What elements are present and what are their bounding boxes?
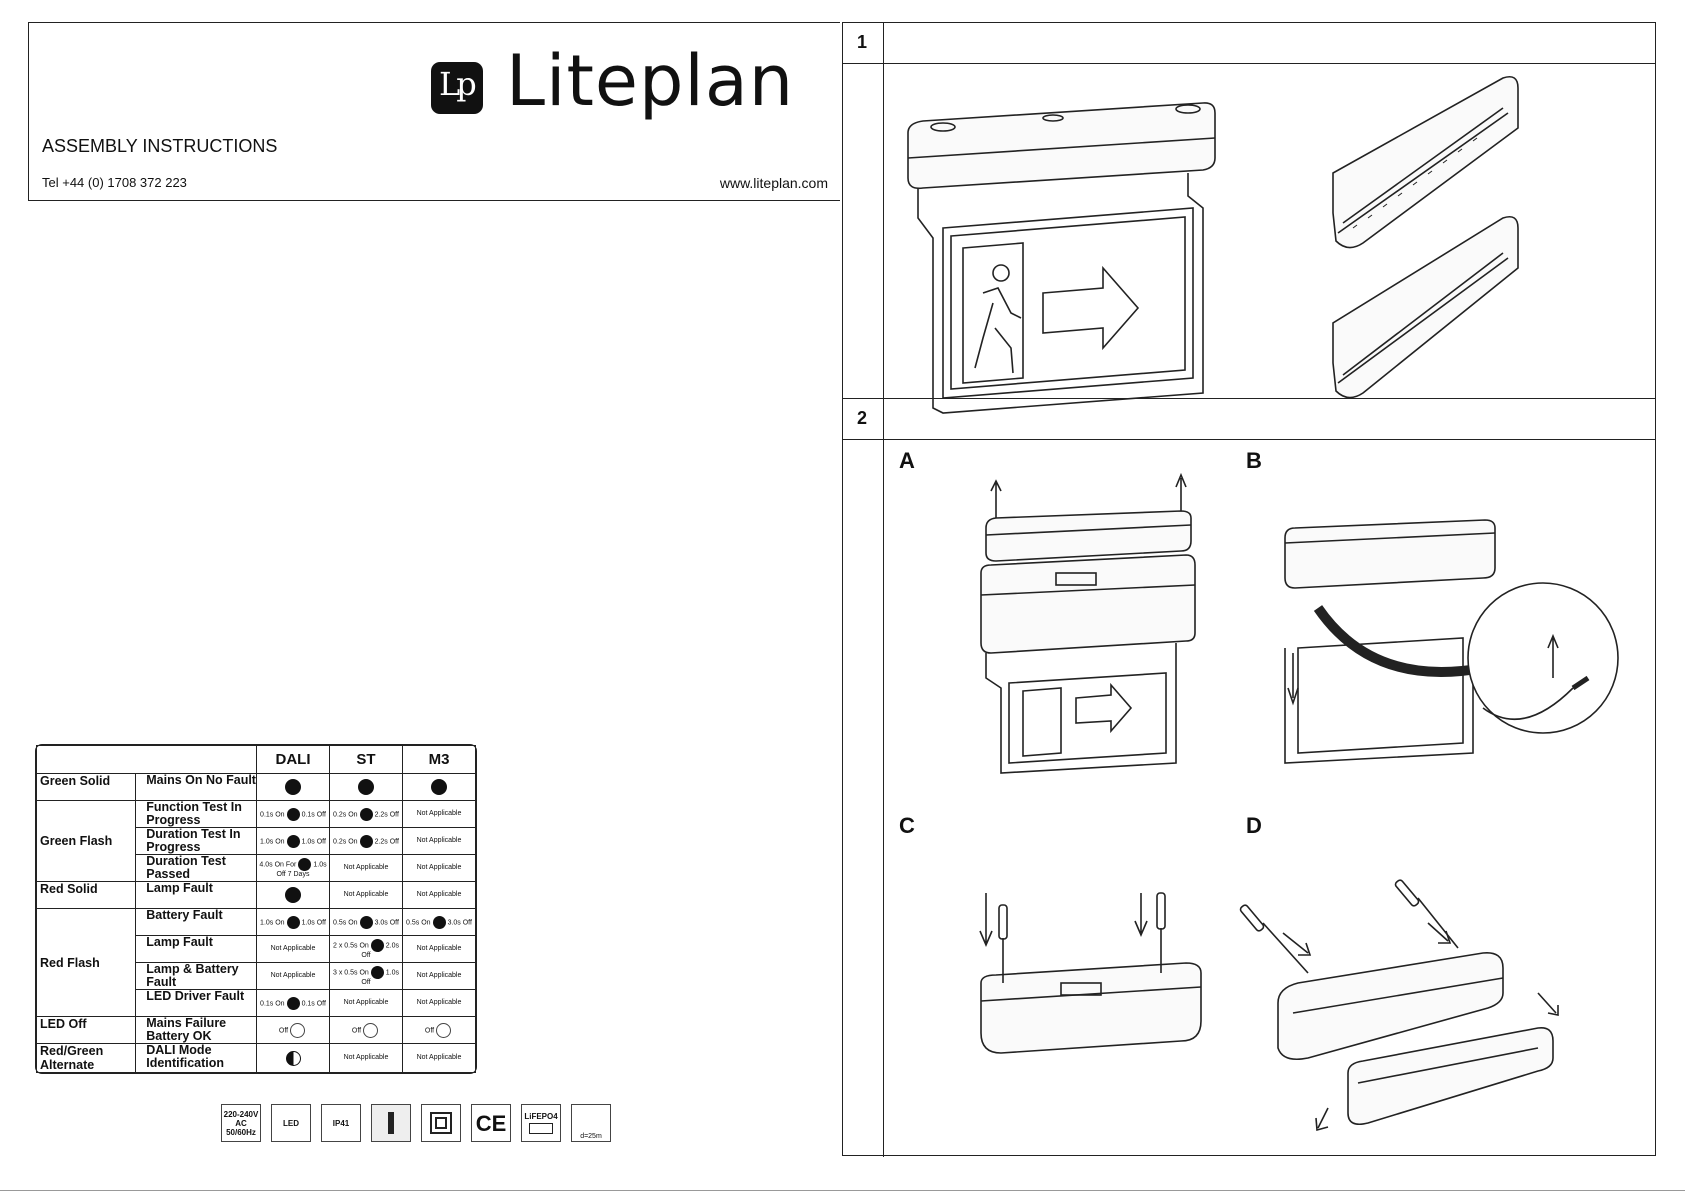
substep-a-label: A — [899, 448, 915, 473]
table-row: LED Off Mains Failure Battery OK Off Off… — [35, 1016, 476, 1044]
flash-indicator-icon — [370, 965, 384, 979]
liteplan-logo-mark: Lp — [431, 62, 483, 114]
substep-c-label: C — [899, 813, 915, 838]
solid-indicator-icon — [285, 779, 301, 795]
class-ii-icon — [421, 1104, 461, 1142]
header-dali: DALI — [256, 745, 330, 774]
ce-mark-icon: CE — [471, 1104, 511, 1142]
header-st: ST — [329, 745, 403, 774]
exit-sign-illustration — [907, 102, 1216, 414]
substep-d-label: D — [1246, 813, 1262, 838]
substep-b-label: B — [1246, 448, 1262, 473]
led-icon: LED — [271, 1104, 311, 1142]
table-corner — [36, 745, 257, 774]
battery-icon: LiFEPO4 — [521, 1104, 561, 1142]
wall-mount-icon — [371, 1104, 411, 1142]
solid-indicator-icon — [358, 779, 374, 795]
distance-icon: d=25m — [571, 1104, 611, 1142]
table-row: Green Solid Mains On No Fault — [35, 773, 476, 801]
flash-indicator-icon — [432, 915, 446, 929]
flash-indicator-icon — [370, 938, 384, 952]
off-indicator-icon — [436, 1022, 452, 1038]
step-d-illustration — [1239, 879, 1559, 1132]
solid-indicator-icon — [285, 887, 301, 903]
step-a-illustration — [980, 472, 1196, 774]
flash-indicator-icon — [359, 807, 373, 821]
step-c-illustration — [979, 892, 1202, 1054]
flash-indicator-icon — [286, 996, 300, 1010]
flash-indicator-icon — [359, 915, 373, 929]
step-2-label: 2 — [857, 408, 868, 428]
page-bottom-rule — [0, 1190, 1685, 1191]
table-row: Red/Green Alternate DALI Mode Identifica… — [35, 1043, 476, 1073]
brand-name: Liteplan — [506, 40, 795, 122]
ip-rating-icon: IP41 — [321, 1104, 361, 1142]
header-box — [28, 22, 840, 201]
spec-icon-row: 220-240V AC 50/60Hz LED IP41 CE LiFEPO4 … — [221, 1104, 611, 1144]
header-m3: M3 — [402, 745, 476, 774]
alternate-indicator-icon — [285, 1050, 301, 1066]
flash-indicator-icon — [359, 834, 373, 848]
flash-indicator-icon — [286, 834, 300, 848]
table-row: Red Solid Lamp Fault Not Applicable Not … — [35, 881, 476, 909]
housing-detail-illustration — [1332, 75, 1519, 399]
off-indicator-icon — [290, 1022, 306, 1038]
off-indicator-icon — [363, 1022, 379, 1038]
document-title: ASSEMBLY INSTRUCTIONS — [42, 136, 278, 156]
website: www.liteplan.com — [719, 175, 828, 191]
led-status-table: DALI ST M3 Green Solid Mains On No Fault… — [35, 744, 477, 1074]
flash-indicator-icon — [286, 807, 300, 821]
voltage-icon: 220-240V AC 50/60Hz — [221, 1104, 261, 1142]
solid-indicator-icon — [431, 779, 447, 795]
flash-indicator-icon — [298, 857, 312, 871]
instructions-panel: 1 2 A B C D — [842, 22, 1656, 1157]
telephone: Tel +44 (0) 1708 372 223 — [42, 175, 187, 190]
step-b-illustration — [1284, 519, 1619, 764]
step-1-label: 1 — [857, 32, 868, 52]
flash-indicator-icon — [286, 915, 300, 929]
table-row: Green Flash Function Test In Progress 0.… — [35, 800, 476, 882]
